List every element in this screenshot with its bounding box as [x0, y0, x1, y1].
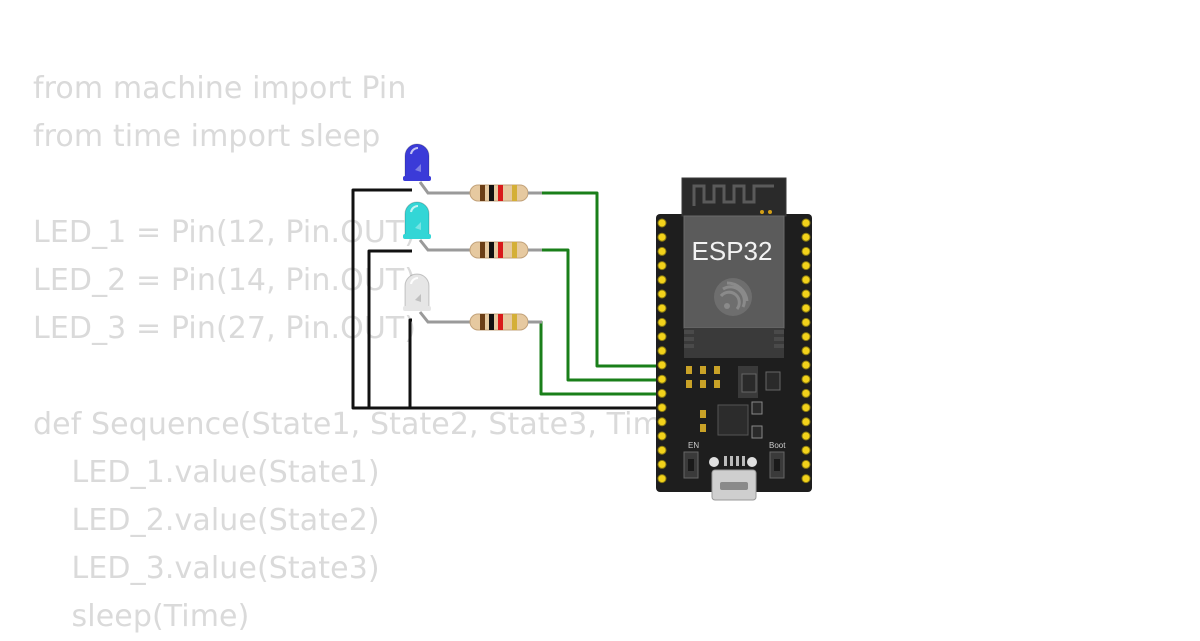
- led-blue[interactable]: [403, 143, 431, 181]
- left-header-pin-2[interactable]: [657, 232, 667, 242]
- left-header-pin-13[interactable]: [657, 388, 667, 398]
- right-header-pin-14[interactable]: [801, 403, 811, 413]
- right-header-pins: [801, 218, 811, 484]
- code-line-1: from machine import Pin: [33, 71, 407, 106]
- left-header-pin-1[interactable]: [657, 218, 667, 228]
- right-header-pin-4[interactable]: [801, 261, 811, 271]
- signal-wires: [539, 191, 662, 396]
- signal-wire-pin12[interactable]: [540, 191, 662, 368]
- right-header-pin-18[interactable]: [801, 459, 811, 469]
- ground-wire-3[interactable]: [408, 318, 412, 408]
- right-header-pin-7[interactable]: [801, 303, 811, 313]
- left-header-pin-9[interactable]: [657, 332, 667, 342]
- boot-button[interactable]: [769, 451, 785, 479]
- left-header-pins: [657, 218, 667, 484]
- boot-button-label: Boot: [769, 441, 786, 450]
- left-header-pin-10[interactable]: [657, 346, 667, 356]
- en-button[interactable]: [683, 451, 699, 479]
- right-header-pin-19[interactable]: [801, 474, 811, 484]
- right-header-pin-13[interactable]: [801, 388, 811, 398]
- right-header-pin-17[interactable]: [801, 445, 811, 455]
- left-header-pin-16[interactable]: [657, 431, 667, 441]
- left-header-pin-5[interactable]: [657, 275, 667, 285]
- right-header-pin-15[interactable]: [801, 417, 811, 427]
- code-line-12: sleep(Time): [33, 599, 250, 634]
- left-header-pin-11[interactable]: [657, 360, 667, 370]
- right-header-pin-9[interactable]: [801, 332, 811, 342]
- right-header-pin-5[interactable]: [801, 275, 811, 285]
- right-header-pin-12[interactable]: [801, 374, 811, 384]
- code-line-4: LED_1 = Pin(12, Pin.OUT): [33, 215, 417, 250]
- esp32-label: ESP32: [692, 236, 773, 266]
- left-header-pin-12[interactable]: [657, 374, 667, 384]
- left-header-pin-8[interactable]: [657, 317, 667, 327]
- left-header-pin-19[interactable]: [657, 474, 667, 484]
- code-line-10: LED_2.value(State2): [33, 503, 380, 538]
- en-button-label: EN: [688, 441, 699, 450]
- code-line-2: from time import sleep: [33, 119, 381, 154]
- led-white[interactable]: [403, 273, 431, 311]
- code-line-9: LED_1.value(State1): [33, 455, 380, 490]
- code-line-11: LED_3.value(State3): [33, 551, 380, 586]
- right-header-pin-8[interactable]: [801, 317, 811, 327]
- ground-wire-1[interactable]: [351, 188, 660, 410]
- left-header-pin-15[interactable]: [657, 417, 667, 427]
- espressif-logo-icon: [714, 278, 752, 316]
- right-header-pin-6[interactable]: [801, 289, 811, 299]
- resistor-1[interactable]: [469, 184, 542, 202]
- right-header-pin-2[interactable]: [801, 232, 811, 242]
- usb-port[interactable]: [709, 456, 757, 501]
- right-header-pin-10[interactable]: [801, 346, 811, 356]
- ground-wire-2[interactable]: [367, 249, 412, 408]
- left-header-pin-18[interactable]: [657, 459, 667, 469]
- right-header-pin-3[interactable]: [801, 246, 811, 256]
- left-header-pin-3[interactable]: [657, 246, 667, 256]
- right-header-pin-1[interactable]: [801, 218, 811, 228]
- signal-wire-pin14[interactable]: [540, 248, 662, 382]
- led-leads: [418, 181, 470, 324]
- right-header-pin-16[interactable]: [801, 431, 811, 441]
- left-header-pin-14[interactable]: [657, 403, 667, 413]
- left-header-pin-6[interactable]: [657, 289, 667, 299]
- left-header-pin-7[interactable]: [657, 303, 667, 313]
- led-cyan[interactable]: [403, 201, 431, 239]
- resistor-3[interactable]: [469, 313, 542, 331]
- left-header-pin-4[interactable]: [657, 261, 667, 271]
- code-line-6: LED_3 = Pin(27, Pin.OUT): [33, 311, 417, 346]
- resistor-2[interactable]: [469, 241, 542, 259]
- ground-wires: [351, 188, 660, 410]
- left-header-pin-17[interactable]: [657, 445, 667, 455]
- signal-wire-pin27[interactable]: [539, 320, 662, 396]
- esp32-board[interactable]: ESP32: [656, 177, 812, 501]
- right-header-pin-11[interactable]: [801, 360, 811, 370]
- code-line-5: LED_2 = Pin(14, Pin.OUT): [33, 263, 417, 298]
